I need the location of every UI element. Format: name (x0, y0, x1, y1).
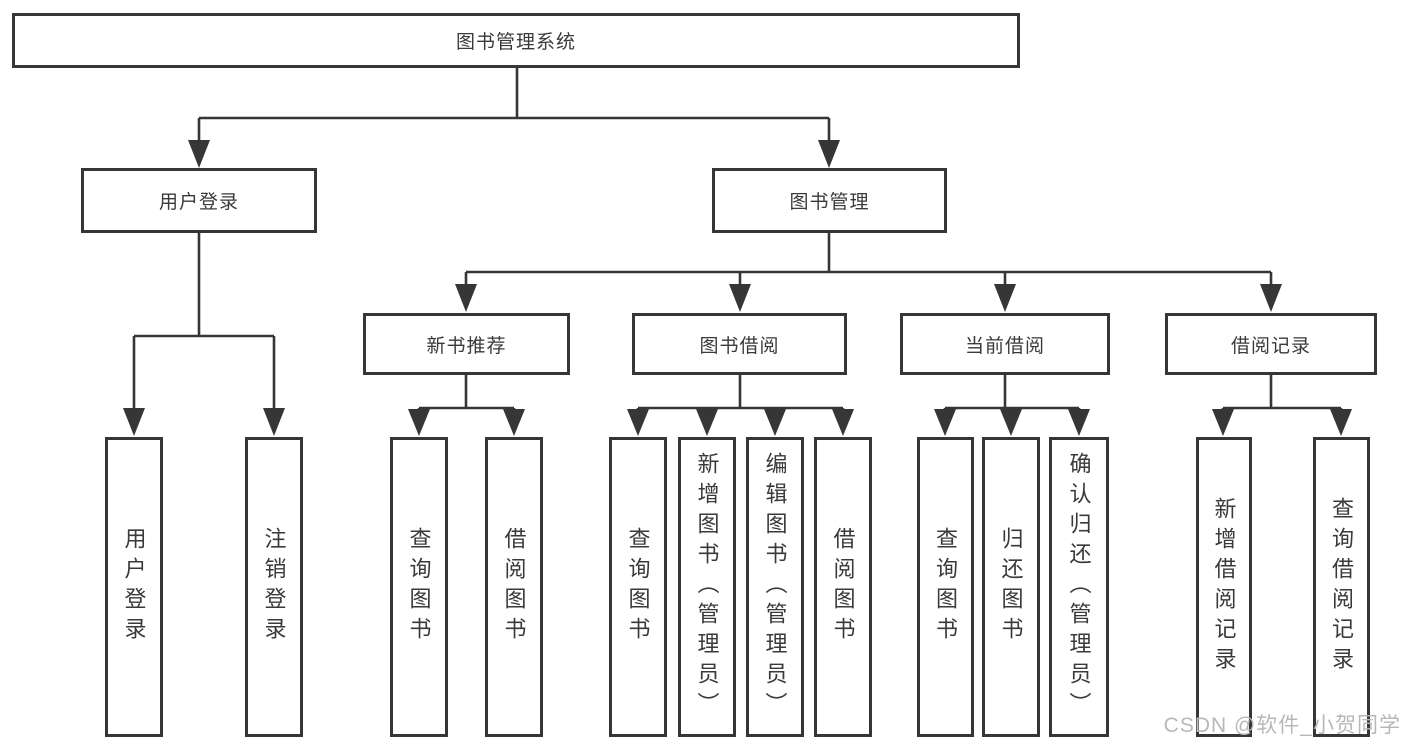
node-library-system-root: 图书管理系统 (12, 13, 1020, 68)
node-book-management: 图书管理 (712, 168, 947, 233)
leaf-label: 借阅图书 (501, 527, 527, 647)
node-label: 当前借阅 (964, 335, 1045, 357)
node-label: 图书管理 (789, 192, 870, 213)
node-label: 用户登录 (158, 192, 239, 213)
leaf-logout: 注销登录 (245, 437, 303, 737)
leaf-label: 查询图书 (406, 527, 432, 647)
node-label: 新书推荐 (426, 335, 507, 357)
leaf-confirm-return-admin: 确认归还（管理员） (1049, 437, 1109, 737)
node-new-book-recommendation: 新书推荐 (363, 313, 570, 375)
leaf-return-books: 归还图书 (982, 437, 1040, 737)
leaf-user-login: 用户登录 (105, 437, 163, 737)
node-book-borrowing: 图书借阅 (632, 313, 847, 375)
leaf-label: 归还图书 (998, 527, 1024, 647)
node-label: 借阅记录 (1230, 335, 1311, 357)
node-label: 图书管理系统 (455, 32, 576, 53)
leaf-label: 确认归还（管理员） (1066, 452, 1092, 722)
leaf-query-books-current: 查询图书 (917, 437, 974, 737)
leaf-label: 查询借阅记录 (1329, 497, 1355, 677)
leaf-borrow-books: 借阅图书 (814, 437, 872, 737)
leaf-borrow-books-recommend: 借阅图书 (485, 437, 543, 737)
leaf-add-borrow-record: 新增借阅记录 (1196, 437, 1252, 737)
leaf-add-books-admin: 新增图书（管理员） (678, 437, 736, 737)
leaf-query-borrow-record: 查询借阅记录 (1313, 437, 1370, 737)
leaf-label: 新增借阅记录 (1211, 497, 1237, 677)
node-borrowing-records: 借阅记录 (1165, 313, 1377, 375)
node-current-borrowing: 当前借阅 (900, 313, 1110, 375)
leaf-label: 查询图书 (625, 527, 651, 647)
leaf-edit-books-admin: 编辑图书（管理员） (746, 437, 804, 737)
leaf-label: 编辑图书（管理员） (762, 452, 788, 722)
leaf-query-books-recommend: 查询图书 (390, 437, 448, 737)
leaf-label: 注销登录 (261, 527, 287, 647)
leaf-query-books-borrow: 查询图书 (609, 437, 667, 737)
leaf-label: 新增图书（管理员） (694, 452, 720, 722)
csdn-watermark: CSDN @软件_小贺同学 (1163, 714, 1401, 737)
node-label: 图书借阅 (699, 335, 780, 357)
node-user-login: 用户登录 (81, 168, 317, 233)
leaf-label: 借阅图书 (830, 527, 856, 647)
leaf-label: 用户登录 (121, 527, 147, 647)
leaf-label: 查询图书 (933, 527, 959, 647)
